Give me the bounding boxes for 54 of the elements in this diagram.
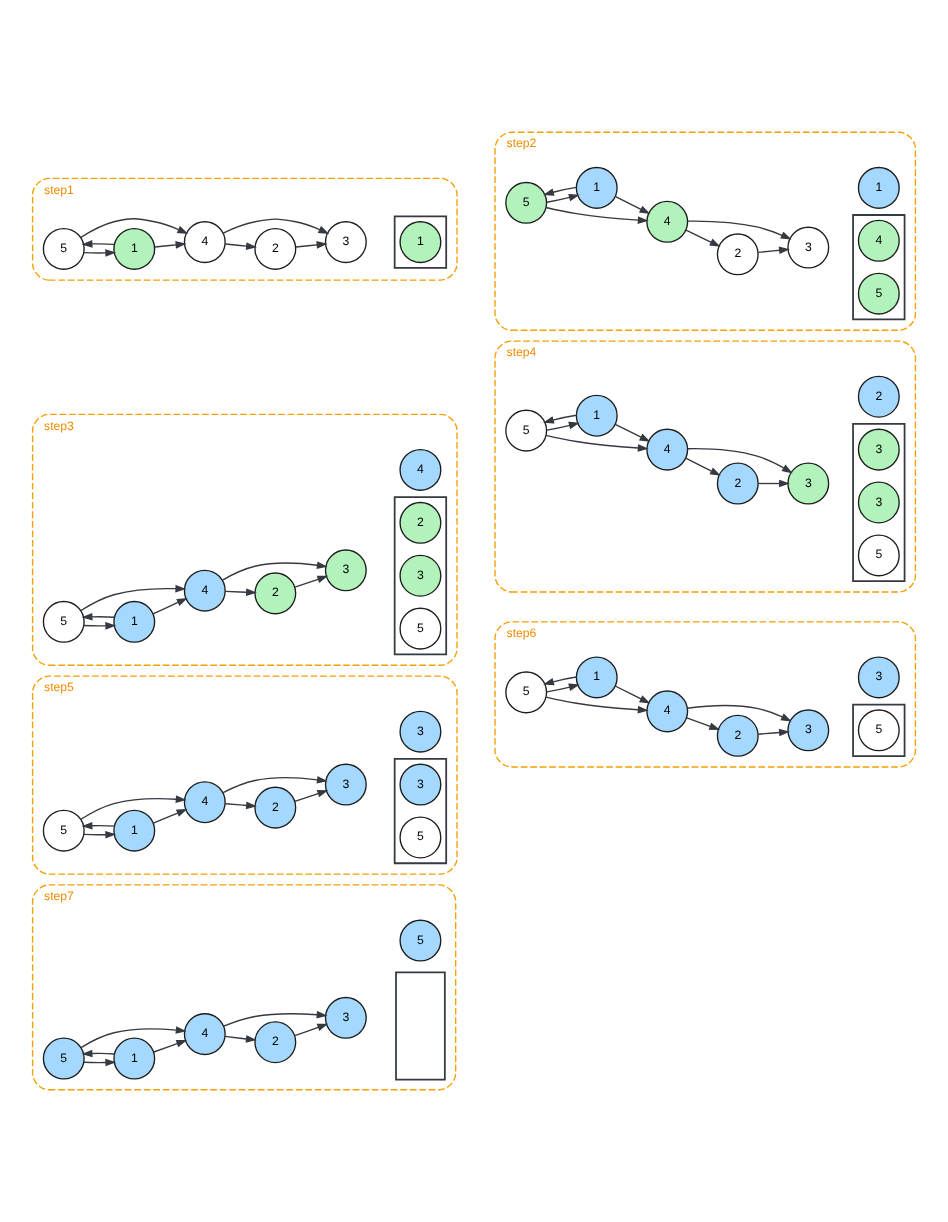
arrow [83,249,117,257]
cluster [393,757,448,865]
arrow [80,218,189,239]
arrow [81,240,116,248]
arrow [294,1023,329,1037]
arrow [546,421,580,431]
arrow [224,588,257,597]
arrow [543,186,577,196]
arrow [614,685,651,704]
arrow [83,1058,117,1067]
arrow [81,613,116,621]
arrow [545,696,649,714]
node-box [395,971,446,1081]
arrow [294,790,329,803]
arrow [81,1049,116,1058]
arrow [221,561,328,581]
arrow [614,423,651,442]
arrow [81,821,116,830]
cluster [393,496,448,656]
cluster [852,214,906,321]
arrow [543,414,577,424]
arrow [224,242,257,250]
arrow [153,1040,188,1053]
cluster [852,422,906,583]
arrow [80,1026,187,1049]
arrow [686,717,721,730]
arrow [545,434,649,452]
arrow [546,193,580,203]
arrow [295,241,328,249]
arrow [224,801,257,810]
arrow [543,676,577,686]
arrow [83,830,117,839]
arrow [685,229,721,247]
arrow [614,195,651,215]
arrow [152,808,188,824]
arrow [223,1010,328,1027]
arrow [222,776,328,794]
arrow [83,622,117,630]
arrow [757,479,790,488]
arrow [546,683,580,693]
arrow [685,457,721,476]
arrow [294,575,329,588]
arrow [222,218,330,234]
arrow [687,220,792,240]
arrow [686,704,792,722]
arrow [757,728,790,737]
arrow [224,1035,257,1043]
arrow [687,448,793,474]
arrow [154,241,187,249]
arrow [757,246,790,255]
arrow [152,597,188,615]
arrow [80,795,187,820]
arrow [545,206,649,224]
arrow [80,584,187,612]
